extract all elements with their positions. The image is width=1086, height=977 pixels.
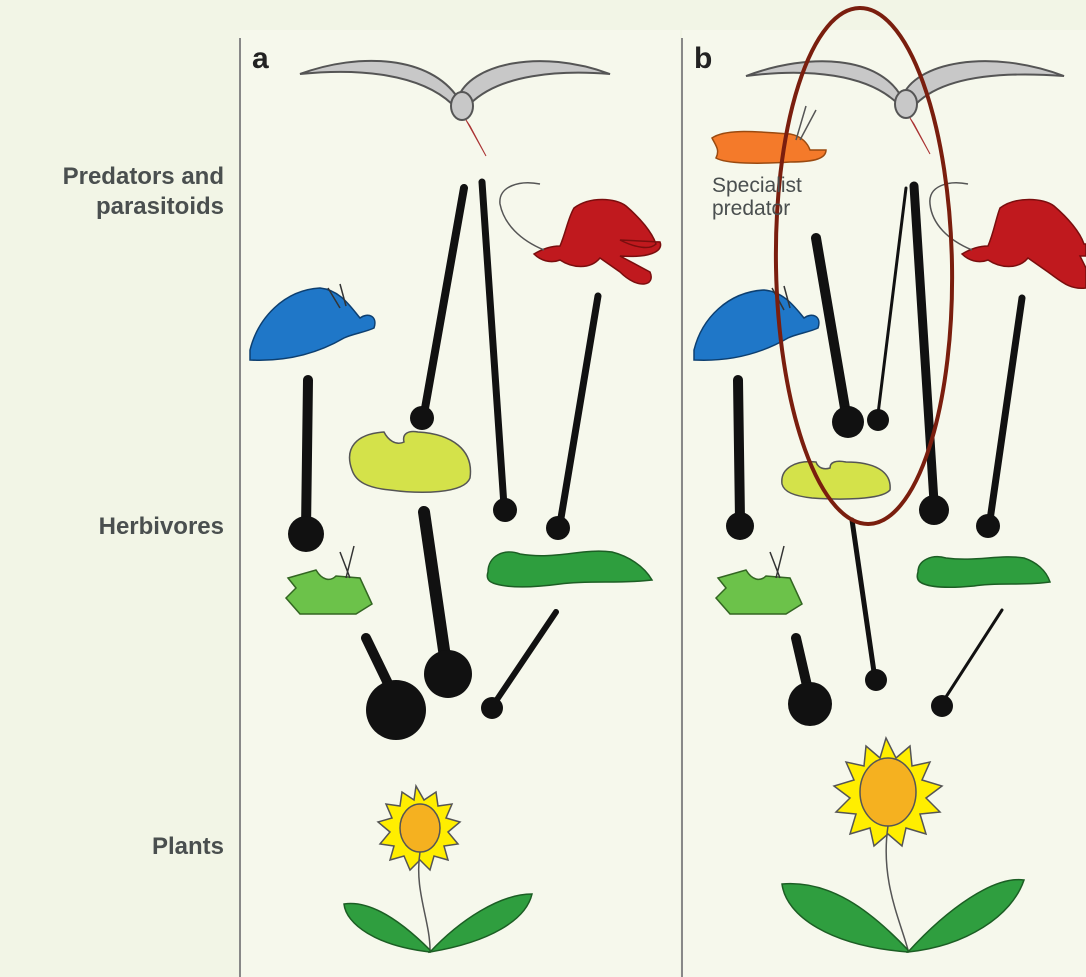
row-label-predators-line2: parasitoids	[63, 192, 224, 222]
flower-center-a	[400, 804, 440, 852]
dark-green-herbivore-b	[917, 557, 1050, 588]
specialist-label-line2: predator	[712, 197, 802, 220]
yellow-herbivore-b	[782, 461, 890, 499]
panel-letter-a: a	[252, 42, 269, 76]
specialist-label-line1: Specialist	[712, 174, 802, 197]
yellow-herbivore-a	[350, 431, 471, 492]
row-label-plants: Plants	[152, 832, 224, 862]
specialist-predator-label: Specialist predator	[712, 174, 802, 220]
panel-letter-b: b	[694, 42, 712, 76]
flower-center-b	[860, 758, 916, 826]
row-label-predators-line1: Predators and	[63, 162, 224, 192]
row-label-predators: Predators and parasitoids	[63, 162, 224, 222]
row-label-herbivores: Herbivores	[99, 512, 224, 542]
